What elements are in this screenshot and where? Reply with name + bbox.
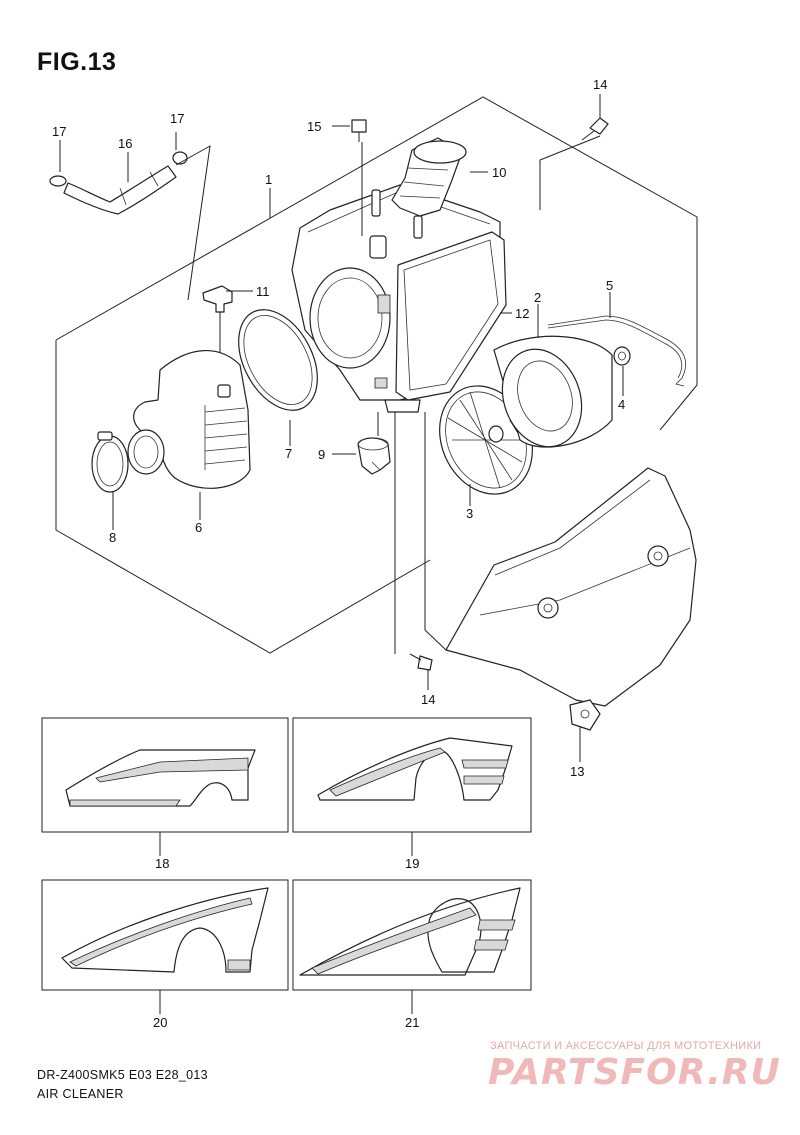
model-code: DR-Z400SMK5 E03 E28_013 — [37, 1068, 208, 1082]
callout-17-right: 17 — [170, 111, 184, 126]
part-13-side-cover[interactable] — [445, 467, 697, 731]
part-19-decal-box[interactable] — [292, 717, 532, 856]
assembly-boundary — [55, 96, 698, 654]
callout-17-left: 17 — [52, 124, 66, 139]
part-6-outlet-tube[interactable] — [127, 350, 251, 489]
part-15-bolt[interactable] — [351, 119, 367, 142]
part-20-decal-box[interactable] — [41, 879, 289, 1014]
part-16-breather-hose[interactable] — [63, 165, 177, 215]
part-4-washer[interactable] — [613, 346, 631, 366]
figure-title: FIG.13 — [37, 48, 117, 76]
callout-21: 21 — [405, 1015, 419, 1030]
callout-11: 11 — [256, 284, 270, 299]
part-18-decal-box[interactable] — [41, 717, 289, 856]
part-9-drain-plug[interactable] — [357, 437, 391, 475]
callout-10: 10 — [492, 165, 506, 180]
callout-14-upper: 14 — [593, 77, 607, 92]
part-10-inlet-duct[interactable] — [391, 137, 467, 217]
part-12-case-seal[interactable] — [395, 231, 507, 401]
part-8-outlet-clamp[interactable] — [91, 431, 129, 493]
part-17-hose-clamp-left[interactable] — [49, 175, 67, 187]
callout-19: 19 — [405, 856, 419, 871]
part-14-bolt-lower[interactable] — [409, 653, 433, 671]
callout-18: 18 — [155, 856, 169, 871]
watermark-logo: PARTSFOR.RU — [488, 1052, 781, 1093]
callout-numbers: 1 2 3 4 5 6 7 8 9 10 11 12 13 14 14 15 1… — [52, 77, 625, 1030]
callout-13: 13 — [570, 764, 584, 779]
part-2-filter-element[interactable] — [489, 335, 613, 458]
callout-4: 4 — [618, 397, 625, 412]
callout-16: 16 — [118, 136, 132, 151]
callout-8: 8 — [109, 530, 116, 545]
part-7-gasket-ring[interactable] — [223, 296, 334, 423]
leader-lines — [59, 94, 624, 762]
callout-2: 2 — [534, 290, 541, 305]
callout-7: 7 — [285, 446, 292, 461]
watermark-tagline: ЗАПЧАСТИ И АКСЕССУАРЫ ДЛЯ МОТОТЕХНИКИ — [490, 1040, 762, 1052]
callout-5: 5 — [606, 278, 613, 293]
callout-3: 3 — [466, 506, 473, 521]
callout-12: 12 — [515, 306, 529, 321]
section-name: AIR CLEANER — [37, 1087, 124, 1101]
callout-15: 15 — [307, 119, 321, 134]
callout-14-lower: 14 — [421, 692, 435, 707]
callout-6: 6 — [195, 520, 202, 535]
part-5-filter-spring[interactable] — [547, 315, 686, 387]
callout-9: 9 — [318, 447, 325, 462]
callout-1: 1 — [265, 172, 272, 187]
part-14-bolt-upper[interactable] — [581, 117, 609, 141]
part-21-decal-box[interactable] — [292, 879, 532, 1014]
callout-20: 20 — [153, 1015, 167, 1030]
